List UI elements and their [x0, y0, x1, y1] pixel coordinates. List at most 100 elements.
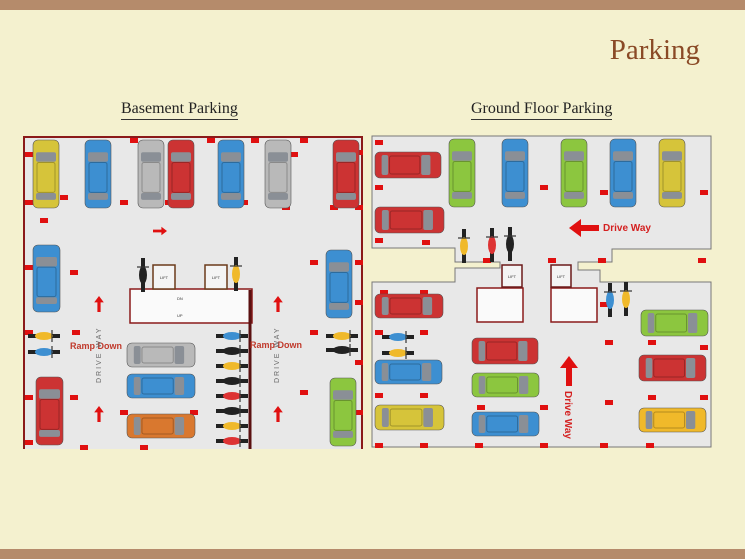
bay-marker [300, 138, 308, 143]
bay-marker [600, 443, 608, 448]
ground-floor-plan: LIFT LIFT Drive Way Drive Way [371, 135, 712, 448]
motorbike [216, 360, 248, 372]
direction-arrow-right [153, 226, 167, 236]
bay-marker [700, 395, 708, 400]
car [638, 354, 707, 382]
bay-marker [25, 200, 33, 205]
ground-floor-heading: Ground Floor Parking [471, 100, 613, 120]
bay-marker [540, 185, 548, 190]
direction-arrow-up [273, 406, 283, 422]
bay-marker [355, 260, 363, 265]
car [374, 206, 445, 234]
bay-marker [375, 443, 383, 448]
bay-marker [483, 258, 491, 263]
bay-marker [540, 443, 548, 448]
motorbike [216, 375, 248, 387]
basement-heading: Basement Parking [121, 100, 238, 120]
bay-marker [648, 395, 656, 400]
car [126, 373, 196, 399]
bay-marker [60, 195, 68, 200]
bay-marker [375, 393, 383, 398]
car [374, 359, 443, 385]
bay-marker [422, 240, 430, 245]
top-frame-bar [0, 0, 745, 10]
car [448, 138, 476, 208]
motorbike [382, 347, 414, 359]
motorbike [458, 229, 470, 263]
motorbike [620, 282, 632, 316]
car [137, 139, 165, 209]
ground-floor-area [371, 135, 712, 448]
direction-arrow-up [94, 406, 104, 422]
ground-staircase-right [550, 287, 598, 323]
car [35, 376, 64, 446]
car [374, 151, 442, 179]
basement-wall [23, 136, 363, 449]
motorbike [486, 228, 498, 262]
vehicles [28, 138, 709, 447]
motorbike [216, 420, 248, 432]
car [609, 138, 637, 208]
car [501, 138, 529, 208]
bay-marker [700, 190, 708, 195]
car [640, 309, 709, 337]
ramp-down-right-label: Ramp Down [250, 340, 302, 350]
car [471, 372, 540, 398]
car [167, 139, 195, 209]
car [264, 139, 292, 209]
bay-marker [355, 360, 363, 365]
direction-arrow-up [273, 296, 283, 312]
bay-marker [420, 393, 428, 398]
bay-marker [605, 400, 613, 405]
bay-marker [290, 152, 298, 157]
car [658, 138, 686, 208]
bay-marker [330, 205, 338, 210]
motorbike [137, 258, 149, 292]
bay-marker [375, 185, 383, 190]
bay-marker [420, 290, 428, 295]
lift-label: LIFT [557, 274, 566, 279]
page-title: Parking [609, 34, 700, 66]
car [84, 139, 112, 209]
lift-label: LIFT [212, 275, 221, 280]
bay-marker [698, 258, 706, 263]
lift-label: LIFT [508, 274, 517, 279]
ramp-down-left-label: Ramp Down [70, 341, 122, 351]
bay-marker [120, 200, 128, 205]
car [126, 413, 196, 439]
bay-marker [375, 140, 383, 145]
bay-marker [355, 205, 363, 210]
bay-marker [380, 290, 388, 295]
car [32, 139, 60, 209]
bay-marker [646, 443, 654, 448]
direction-arrow-up [94, 296, 104, 312]
bay-marker [80, 445, 88, 450]
motorbike [216, 345, 248, 357]
bay-marker [420, 443, 428, 448]
bay-marker [700, 345, 708, 350]
bay-marker [598, 258, 606, 263]
car [332, 139, 360, 209]
bay-marker [355, 300, 363, 305]
car [374, 293, 444, 319]
motorbike [382, 331, 414, 343]
bottom-frame-bar [0, 549, 745, 559]
bay-marker [375, 238, 383, 243]
motorbike [28, 346, 60, 358]
drive-way-label: DRIVE WAY [96, 326, 103, 383]
motorbike [504, 227, 516, 261]
drive-way-vertical-label: Drive Way [562, 391, 573, 439]
bay-marker [70, 395, 78, 400]
bay-marker [25, 265, 33, 270]
motorbike [28, 330, 60, 342]
basement-lift-left [152, 264, 176, 290]
drive-way-top-label: Drive Way [603, 223, 651, 234]
bay-marker [477, 405, 485, 410]
motorbike [326, 344, 358, 356]
bay-marker [140, 445, 148, 450]
bay-marker [600, 302, 608, 307]
motorbike [326, 330, 358, 342]
bay-marker [207, 138, 215, 143]
bay-marker [420, 330, 428, 335]
